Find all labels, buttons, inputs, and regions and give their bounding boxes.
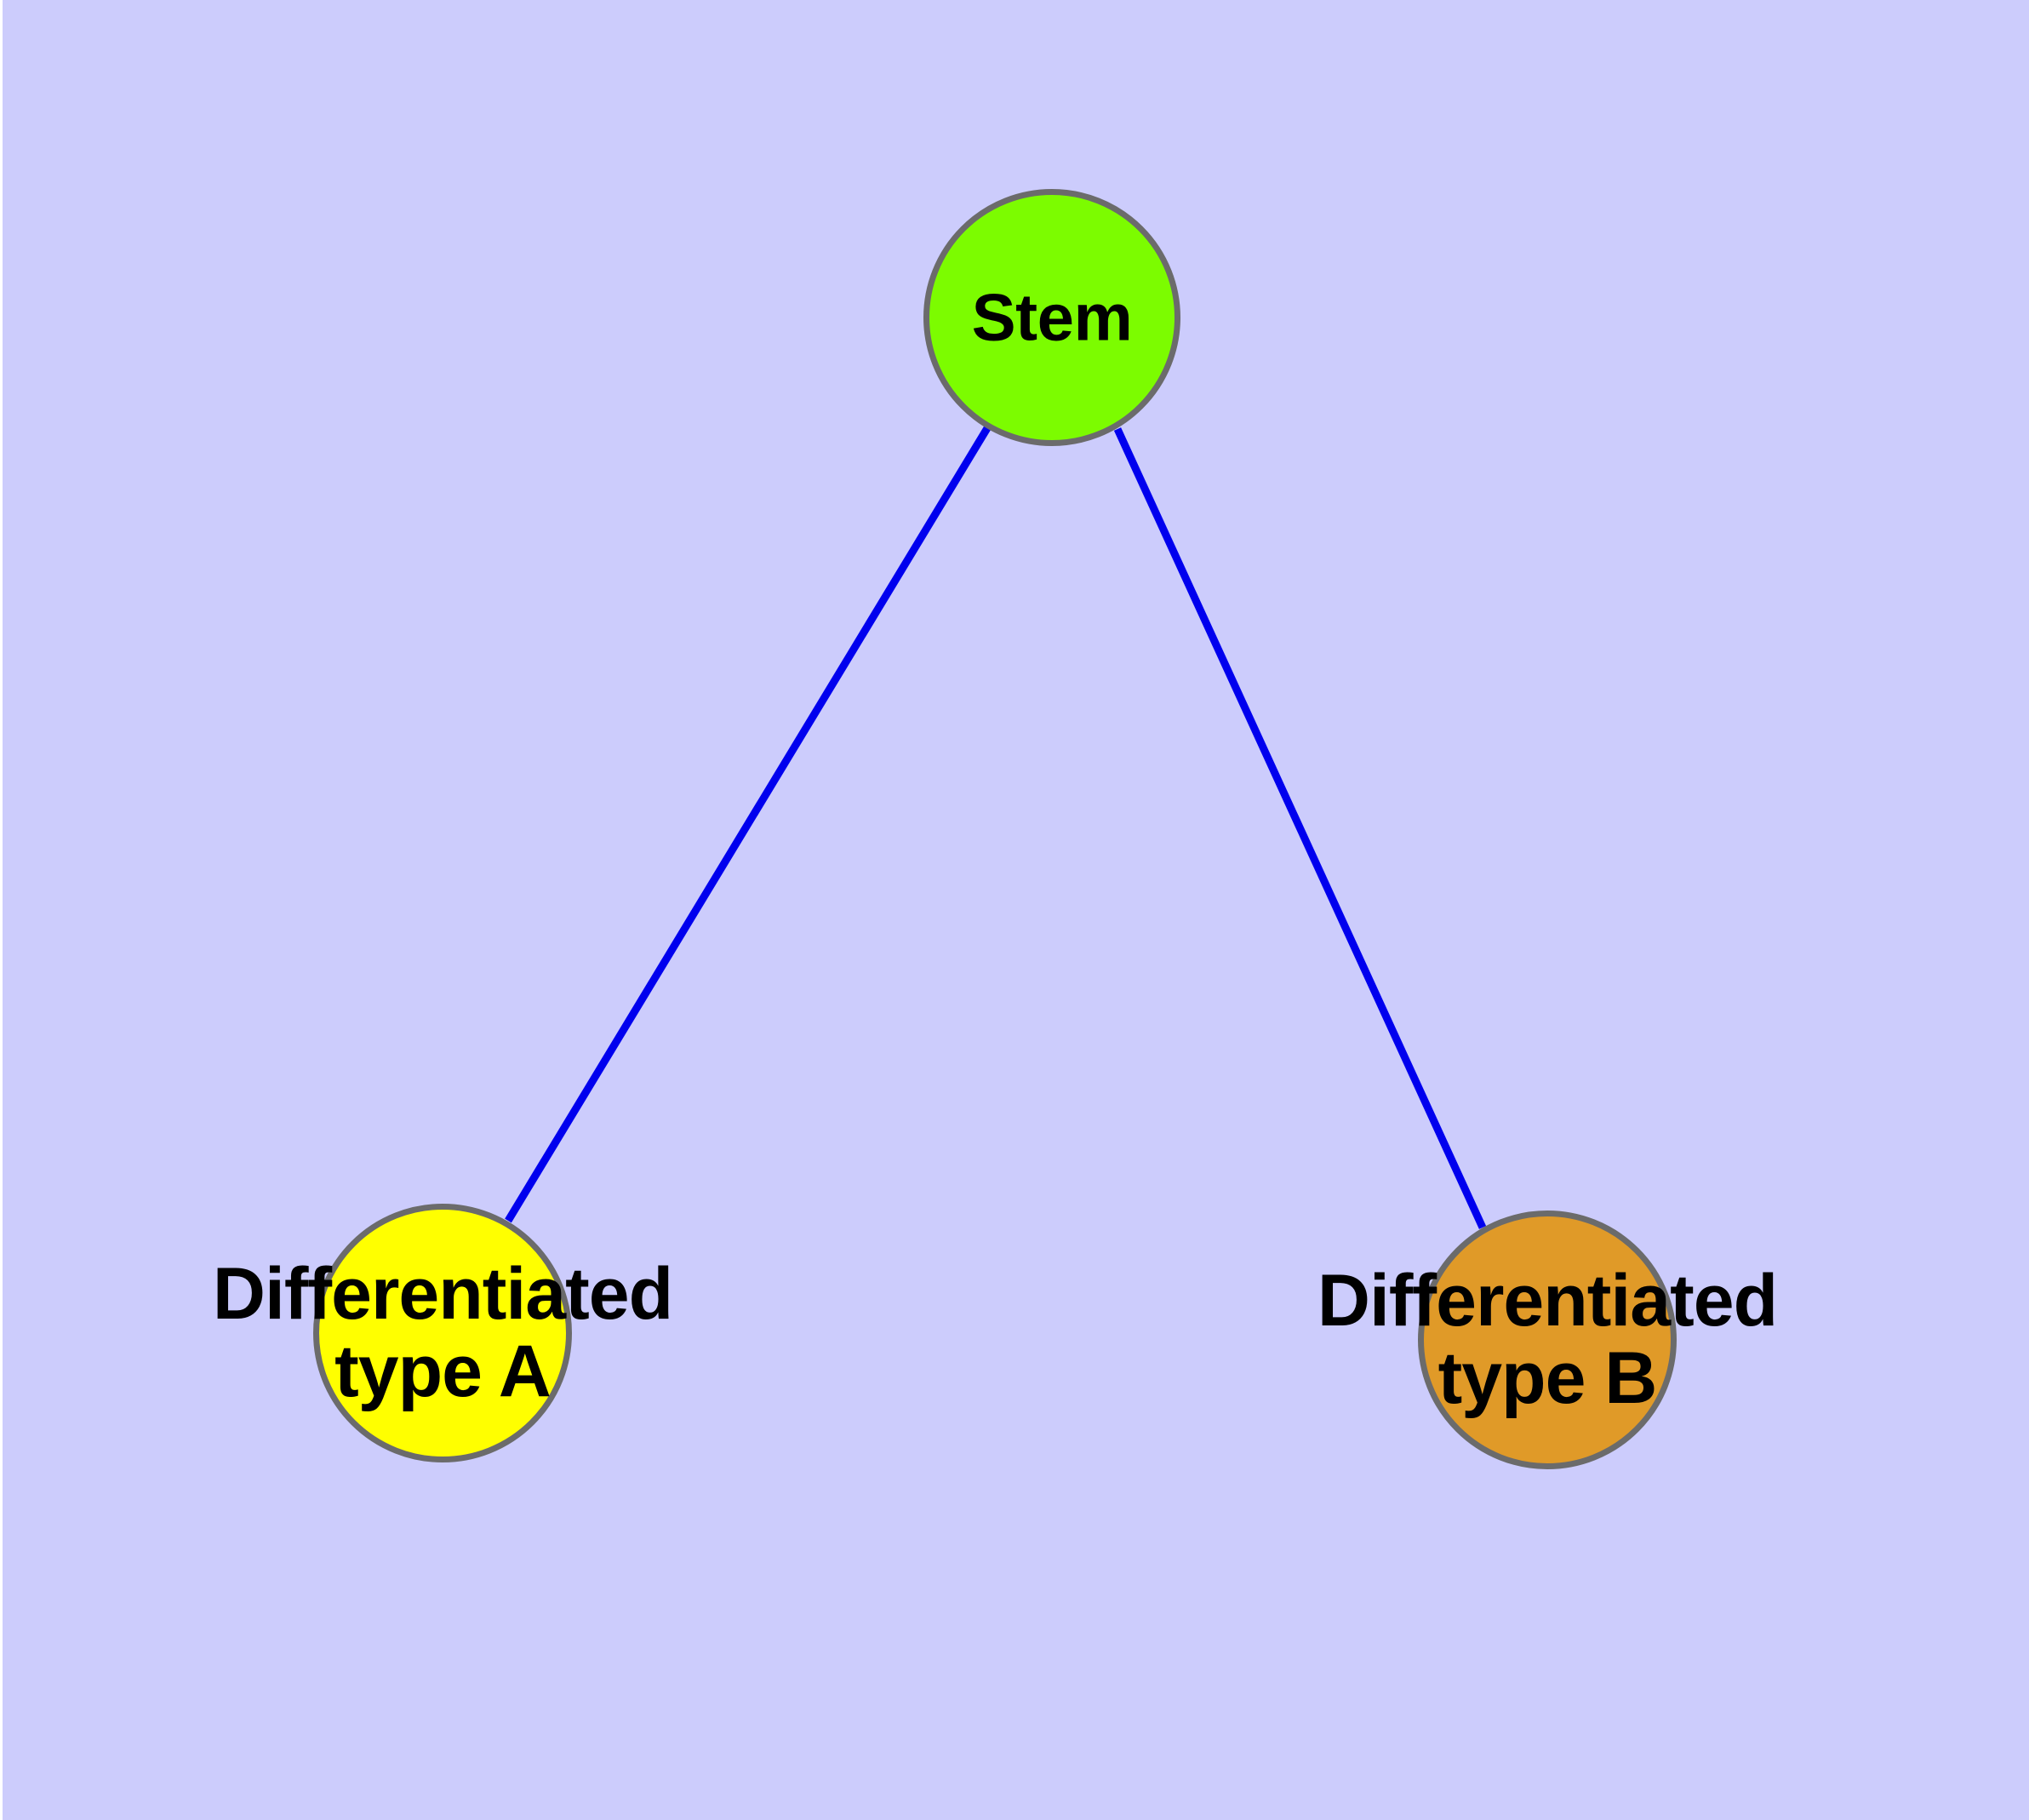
node-differentiated-b[interactable]: [1418, 1210, 1677, 1469]
edges-group: [505, 426, 1487, 1229]
node-differentiated-a[interactable]: [313, 1204, 572, 1462]
nodes-group: [313, 189, 1677, 1469]
node-stem[interactable]: [923, 189, 1180, 446]
edge-stem-to-differentiated-b[interactable]: [1113, 427, 1487, 1229]
edge-stem-to-differentiated-a[interactable]: [505, 426, 991, 1223]
